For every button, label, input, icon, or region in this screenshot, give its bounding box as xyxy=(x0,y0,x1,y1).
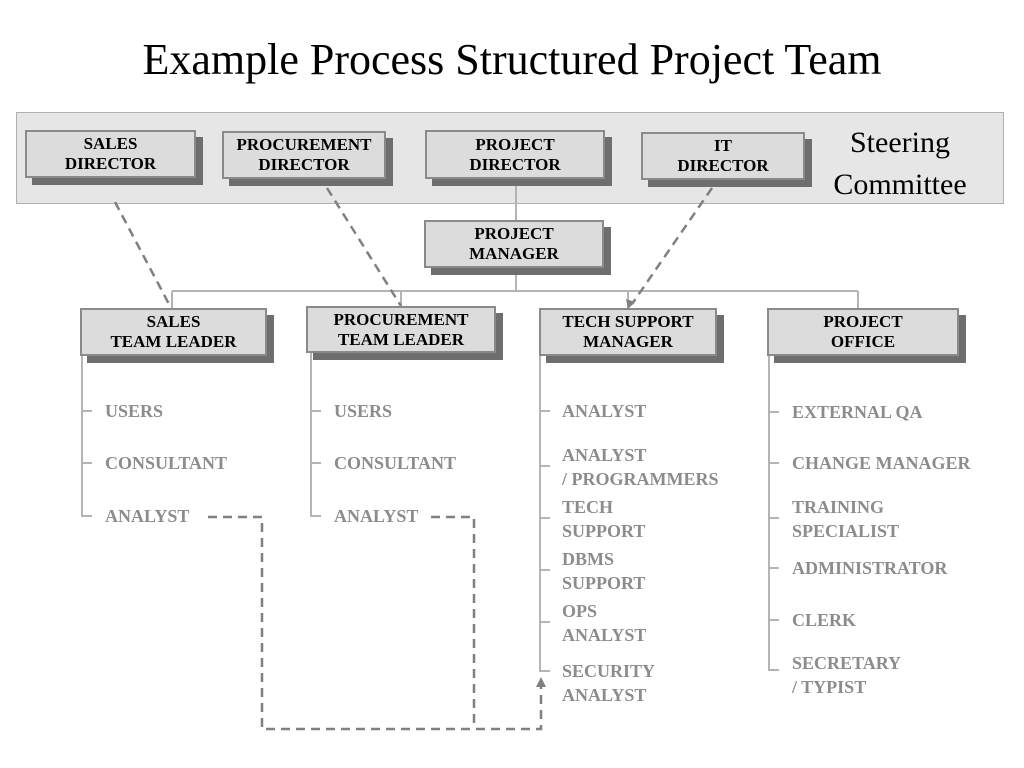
tech-role-ops-analyst-line1: OPS xyxy=(562,601,598,621)
tech-role-security-analyst-line2: ANALYST xyxy=(562,685,647,705)
sales-director-line1: SALES xyxy=(83,134,138,153)
office-role-administrator: ADMINISTRATOR xyxy=(792,558,948,578)
procurement-leader-line2: TEAM LEADER xyxy=(337,329,465,349)
office-team-bracket xyxy=(768,355,779,671)
arrowhead-security-analyst xyxy=(536,677,546,687)
project-office-box: PROJECT OFFICE xyxy=(767,308,959,356)
sales-team-leader-box: SALES TEAM LEADER xyxy=(80,308,267,356)
procurement-director-line2: DIRECTOR xyxy=(258,155,350,174)
it-director-line2: DIRECTOR xyxy=(677,156,769,175)
sales-role-consultant: CONSULTANT xyxy=(105,453,228,473)
office-role-secretary-line2: / TYPIST xyxy=(792,677,867,697)
it-director-box: IT DIRECTOR xyxy=(641,132,805,180)
office-role-training-specialist: TRAINING SPECIALIST xyxy=(792,495,899,543)
tech-role-tech-support-line1: TECH xyxy=(562,497,614,517)
procurement-director-line1: PROCUREMENT xyxy=(236,135,372,154)
tech-role-analyst-programmers: ANALYST / PROGRAMMERS xyxy=(562,443,719,491)
sales-team-bracket xyxy=(81,355,92,517)
it-director-to-tech-dashed xyxy=(630,187,714,305)
tech-role-security-analyst: SECURITY ANALYST xyxy=(562,659,655,707)
office-role-secretary-typist: SECRETARY / TYPIST xyxy=(792,651,901,699)
procurement-director-box: PROCUREMENT DIRECTOR xyxy=(222,131,386,179)
project-director-line2: DIRECTOR xyxy=(469,154,561,174)
procurement-team-leader-box: PROCUREMENT TEAM LEADER xyxy=(306,306,496,353)
tech-leader-line2: MANAGER xyxy=(583,332,673,351)
tech-role-analyst-programmers-line1: ANALYST xyxy=(562,445,647,465)
procurement-role-consultant: CONSULTANT xyxy=(334,453,457,473)
office-role-training-line2: SPECIALIST xyxy=(792,521,900,541)
procurement-role-users: USERS xyxy=(334,401,393,421)
project-director-line1: PROJECT xyxy=(475,134,555,154)
steering-committee-label: Steering Committee xyxy=(810,122,990,206)
project-office-line2: OFFICE xyxy=(830,332,896,351)
office-role-training-line1: TRAINING xyxy=(792,497,885,517)
sales-role-analyst: ANALYST xyxy=(105,506,190,526)
sales-analyst-to-security-dashed xyxy=(208,515,543,731)
procurement-analyst-to-security-dashed xyxy=(431,515,476,729)
tech-role-ops-analyst: OPS ANALYST xyxy=(562,599,646,647)
office-role-clerk: CLERK xyxy=(792,610,857,630)
sales-role-users: USERS xyxy=(105,401,164,421)
page-title: Example Process Structured Project Team xyxy=(142,35,882,84)
tech-role-security-analyst-line1: SECURITY xyxy=(562,661,656,681)
sales-director-to-leader-dashed xyxy=(113,201,172,307)
tech-role-analyst-programmers-line2: / PROGRAMMERS xyxy=(562,469,719,489)
tech-leader-line1: TECH SUPPORT xyxy=(562,312,694,331)
procurement-team-bracket xyxy=(310,353,321,517)
office-role-external-qa: EXTERNAL QA xyxy=(792,402,923,422)
procurement-leader-line1: PROCUREMENT xyxy=(333,309,469,329)
tech-role-dbms-support-line2: SUPPORT xyxy=(562,573,646,593)
sales-leader-line1: SALES xyxy=(146,312,201,331)
office-role-secretary-line1: SECRETARY xyxy=(792,653,902,673)
project-manager-line2: MANAGER xyxy=(469,244,559,263)
tech-team-bracket xyxy=(539,355,550,672)
office-role-change-manager: CHANGE MANAGER xyxy=(792,453,971,473)
procurement-role-analyst: ANALYST xyxy=(334,506,419,526)
project-office-line1: PROJECT xyxy=(823,312,903,331)
steering-label-line2: Committee xyxy=(833,168,967,201)
sales-director-box: SALES DIRECTOR xyxy=(25,130,196,178)
project-director-box: PROJECT DIRECTOR xyxy=(425,130,605,179)
tech-role-dbms-support-line1: DBMS xyxy=(562,549,615,569)
arrowhead-tech-manager xyxy=(626,299,635,309)
steering-label-line1: Steering xyxy=(850,126,950,159)
project-manager-line1: PROJECT xyxy=(474,224,554,243)
sales-director-line2: DIRECTOR xyxy=(64,154,157,173)
tech-role-dbms-support: DBMS SUPPORT xyxy=(562,547,645,595)
project-manager-box: PROJECT MANAGER xyxy=(424,220,604,268)
tech-role-ops-analyst-line2: ANALYST xyxy=(562,625,647,645)
it-director-line1: IT xyxy=(714,136,732,155)
procurement-director-to-leader-dashed xyxy=(325,187,403,307)
tech-role-tech-support-line2: SUPPORT xyxy=(562,521,646,541)
sales-leader-line2: TEAM LEADER xyxy=(110,332,237,351)
tech-role-analyst: ANALYST xyxy=(562,401,647,421)
tech-role-tech-support: TECH SUPPORT xyxy=(562,495,645,543)
tech-support-manager-box: TECH SUPPORT MANAGER xyxy=(539,308,717,356)
